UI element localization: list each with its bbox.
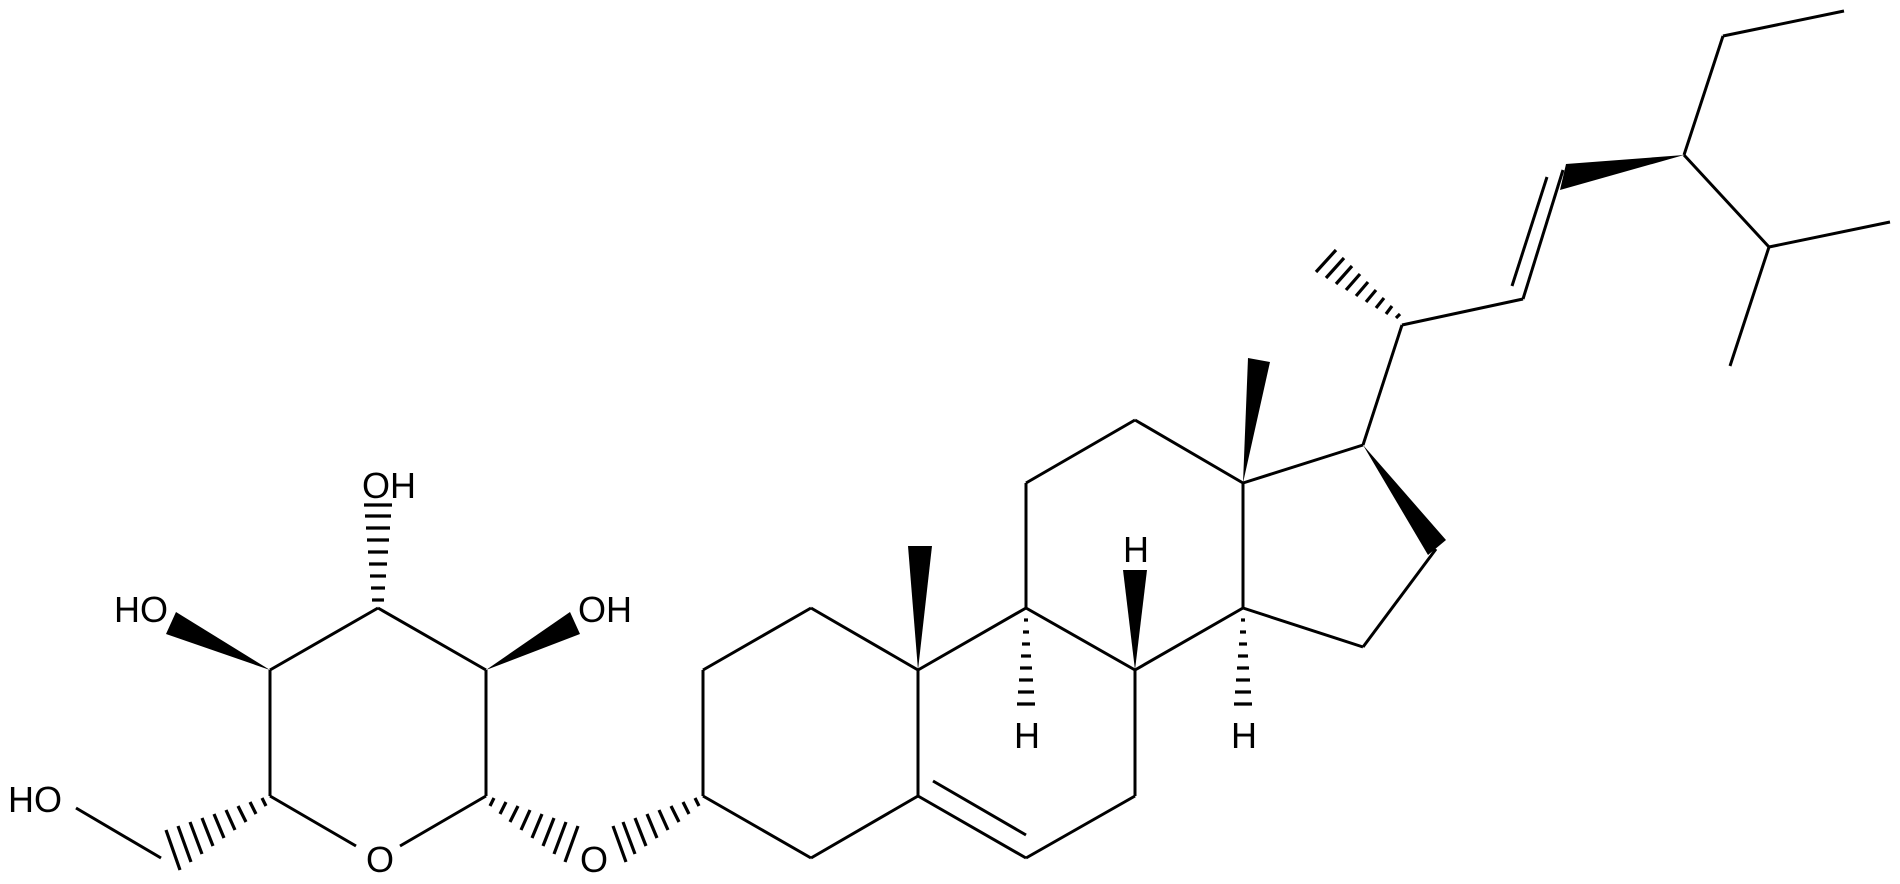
label-ring-oxygen: O <box>366 839 394 880</box>
label-oh-c3: OH <box>362 465 416 506</box>
hash-bond-c3-oh <box>364 503 392 602</box>
hash-bond-h9 <box>1017 618 1035 706</box>
wedge-bond-h8 <box>1123 570 1147 670</box>
wedge-bond-c4-oh <box>166 612 270 670</box>
label-glycosidic-oxygen: O <box>580 839 608 880</box>
label-ho-ch2: HO <box>8 779 62 820</box>
label-ho-c4: HO <box>114 589 168 630</box>
steroid-ring-d <box>1242 443 1438 649</box>
sugar-ring <box>268 606 488 848</box>
hash-bond-c21-methyl <box>1314 248 1402 320</box>
label-oh-c2: OH <box>578 589 632 630</box>
label-h14: H <box>1231 715 1257 756</box>
steroid-ring-b <box>917 606 1137 860</box>
side-chain <box>1361 9 1891 446</box>
steroid-ring-a <box>701 606 920 860</box>
label-h9: H <box>1014 715 1040 756</box>
hash-bond-c1-o <box>488 797 580 863</box>
hash-bond-c5-ch2 <box>164 797 268 871</box>
bond-ch2-oh <box>75 806 162 860</box>
wedge-bond-c2-oh <box>486 612 580 670</box>
label-h8: H <box>1123 529 1149 570</box>
steroid-ring-c <box>1024 418 1245 672</box>
wedge-bond-c16-c17 <box>1363 445 1446 555</box>
wedge-bond-c18-methyl <box>1243 358 1270 483</box>
wedge-bond-c23-c24 <box>1560 155 1684 190</box>
wedge-bond-c19-methyl <box>908 546 932 670</box>
hash-bond-steroid-c3-o <box>611 797 701 863</box>
hash-bond-h14 <box>1234 618 1252 706</box>
